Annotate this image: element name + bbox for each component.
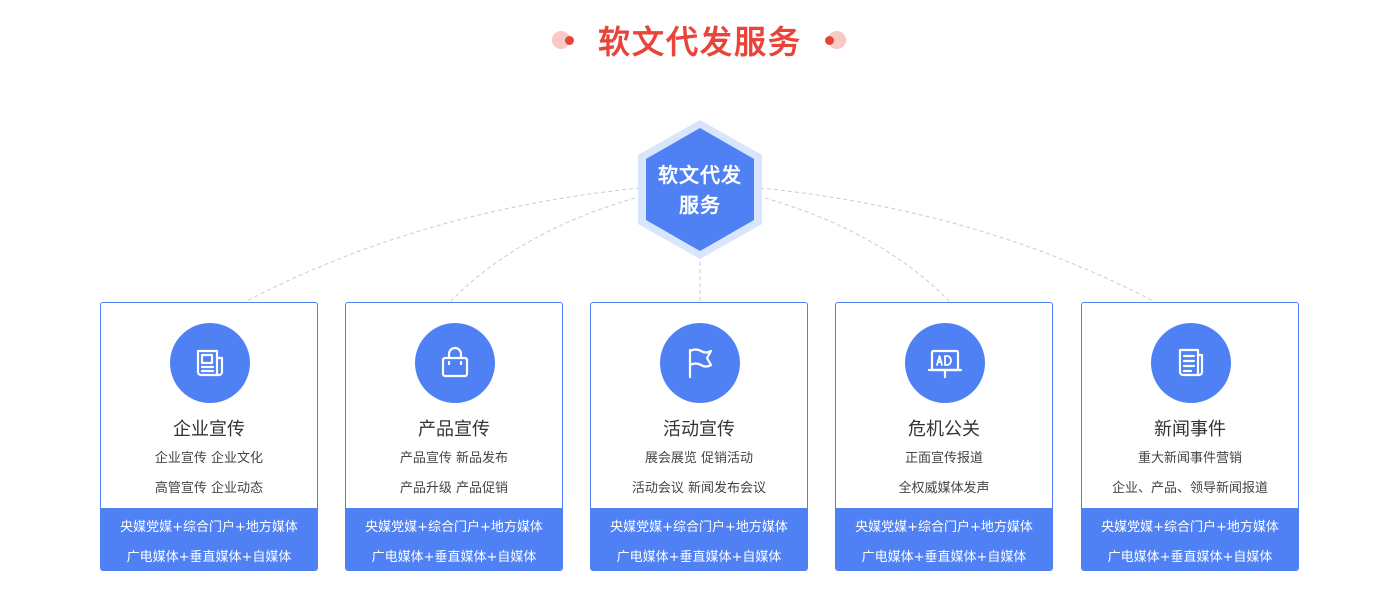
card-footer: 央媒党媒+综合门户+地方媒体 广电媒体+垂直媒体+自媒体	[101, 508, 317, 570]
service-card-corporate[interactable]: 企业宣传 企业宣传 企业文化 高管宣传 企业动态 央媒党媒+综合门户+地方媒体 …	[100, 302, 318, 571]
card-footer-line2: 广电媒体+垂直媒体+自媒体	[126, 550, 292, 565]
card-title: 产品宣传	[418, 419, 490, 440]
card-footer-line1: 央媒党媒+综合门户+地方媒体	[120, 520, 298, 535]
newspaper-icon	[170, 323, 250, 403]
card-desc-line2: 全权威媒体发声	[898, 481, 990, 496]
card-title: 危机公关	[908, 419, 980, 440]
center-hexagon: 软文代发 服务	[630, 117, 770, 262]
card-footer: 央媒党媒+综合门户+地方媒体 广电媒体+垂直媒体+自媒体	[836, 508, 1052, 570]
center-label-line2: 服务	[679, 192, 721, 217]
card-desc-line1: 正面宣传报道	[904, 451, 983, 466]
card-desc-line1: 重大新闻事件营销	[1137, 451, 1242, 466]
connector-line-4	[757, 195, 951, 303]
center-label-line1: 软文代发	[658, 162, 742, 187]
card-footer: 央媒党媒+综合门户+地方媒体 广电媒体+垂直媒体+自媒体	[591, 508, 807, 570]
connector-line-5	[759, 187, 1156, 303]
bag-icon	[415, 323, 495, 403]
card-footer-line2: 广电媒体+垂直媒体+自媒体	[371, 550, 537, 565]
connector-line-2	[449, 195, 643, 303]
card-desc-line2: 产品升级 产品促销	[399, 481, 509, 496]
page-header: 软文代发服务	[0, 14, 1400, 66]
card-desc-line1: 展会展览 促销活动	[644, 451, 754, 466]
service-card-crisis-pr[interactable]: 危机公关 正面宣传报道 全权威媒体发声 央媒党媒+综合门户+地方媒体 广电媒体+…	[835, 302, 1053, 571]
ad-board-icon	[905, 323, 985, 403]
flag-icon	[660, 323, 740, 403]
document-icon	[1151, 323, 1231, 403]
card-footer: 央媒党媒+综合门户+地方媒体 广电媒体+垂直媒体+自媒体	[346, 508, 562, 570]
card-title: 企业宣传	[173, 419, 245, 440]
title-decoration-left	[551, 30, 582, 50]
card-title: 新闻事件	[1154, 419, 1226, 440]
card-footer-line2: 广电媒体+垂直媒体+自媒体	[1107, 550, 1273, 565]
card-footer: 央媒党媒+综合门户+地方媒体 广电媒体+垂直媒体+自媒体	[1082, 508, 1298, 570]
card-footer-line1: 央媒党媒+综合门户+地方媒体	[610, 520, 788, 535]
card-desc-line2: 活动会议 新闻发布会议	[631, 481, 767, 496]
title-decoration-right	[818, 30, 848, 50]
card-footer-line1: 央媒党媒+综合门户+地方媒体	[1101, 520, 1279, 535]
card-footer-line1: 央媒党媒+综合门户+地方媒体	[365, 520, 543, 535]
connector-line-1	[244, 187, 641, 303]
service-card-event[interactable]: 活动宣传 展会展览 促销活动 活动会议 新闻发布会议 央媒党媒+综合门户+地方媒…	[590, 302, 808, 571]
page-title: 软文代发服务	[597, 23, 802, 61]
card-desc-line1: 产品宣传 新品发布	[399, 451, 509, 466]
service-card-news-event[interactable]: 新闻事件 重大新闻事件营销 企业、产品、领导新闻报道 央媒党媒+综合门户+地方媒…	[1081, 302, 1299, 571]
card-title: 活动宣传	[663, 419, 735, 440]
card-footer-line1: 央媒党媒+综合门户+地方媒体	[855, 520, 1033, 535]
card-footer-line2: 广电媒体+垂直媒体+自媒体	[861, 550, 1027, 565]
card-desc-line2: 企业、产品、领导新闻报道	[1111, 481, 1268, 496]
service-card-product[interactable]: 产品宣传 产品宣传 新品发布 产品升级 产品促销 央媒党媒+综合门户+地方媒体 …	[345, 302, 563, 571]
card-desc-line2: 高管宣传 企业动态	[154, 481, 264, 496]
card-desc-line1: 企业宣传 企业文化	[154, 451, 264, 466]
card-footer-line2: 广电媒体+垂直媒体+自媒体	[616, 550, 782, 565]
